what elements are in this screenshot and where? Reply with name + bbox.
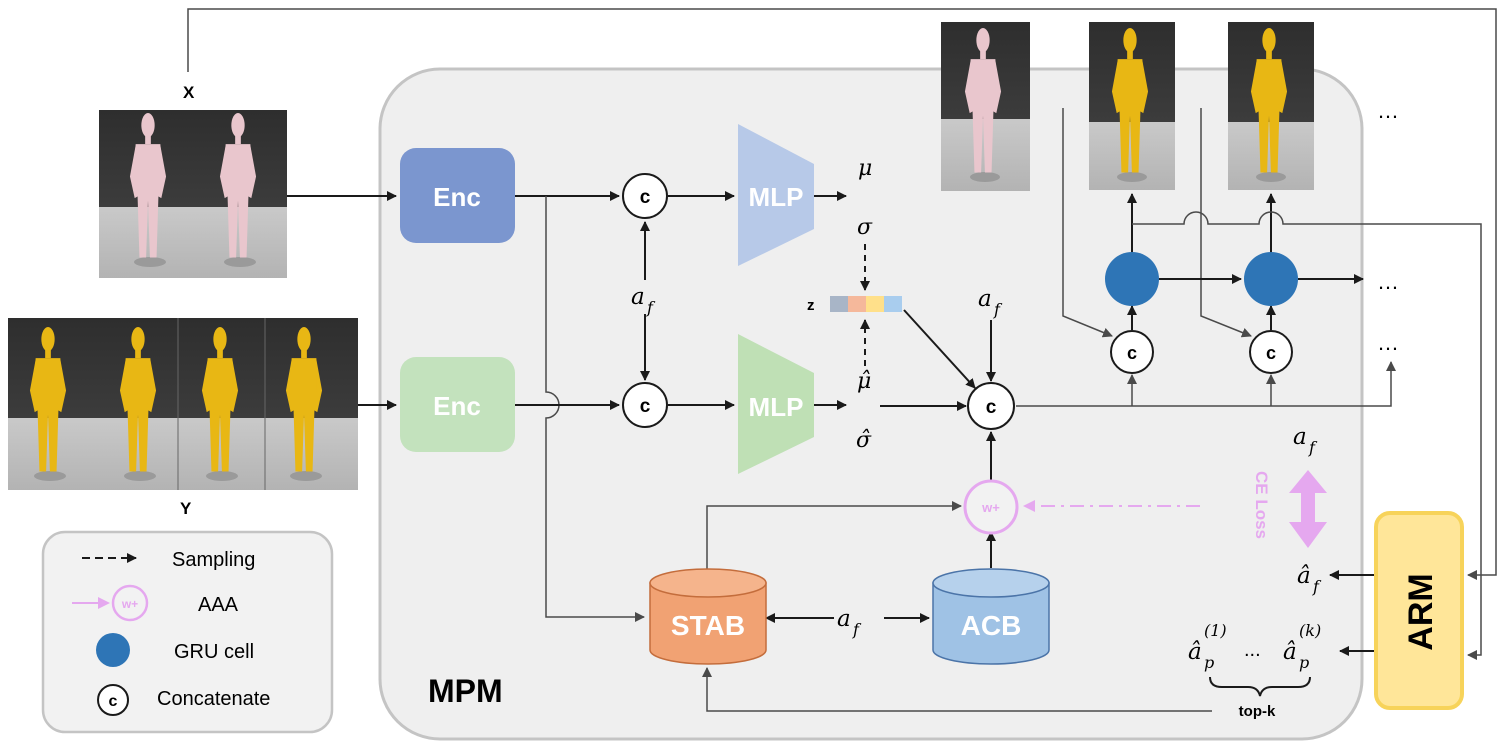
encoder-x-label: Enc <box>433 182 481 212</box>
mlp-top-block <box>738 124 814 266</box>
svg-text:ACB: ACB <box>961 610 1022 641</box>
af-label-center: a f <box>978 286 1003 319</box>
legend-sampling: Sampling <box>82 549 255 571</box>
mlp-bottom-block <box>738 334 814 474</box>
mlp-bottom-label: MLP <box>749 392 804 422</box>
acb-block: ACB <box>932 568 1050 665</box>
ce-loss-double-arrow <box>1289 470 1327 548</box>
af-label-loss: a f <box>1293 424 1318 457</box>
svg-text:f: f <box>1312 577 1322 596</box>
svg-text:c: c <box>1127 343 1137 363</box>
sigma-label: σ <box>857 215 873 240</box>
concat-node-bottom: c <box>622 382 668 428</box>
svg-text:c: c <box>109 693 118 710</box>
input-x-label: X <box>183 83 195 102</box>
svg-text:Concatenate: Concatenate <box>157 688 270 710</box>
concat-node-top: c <box>622 173 668 219</box>
svg-text:w+: w+ <box>121 597 138 611</box>
ap-hat-labels: â p (1) ... â p (k) <box>1188 621 1321 672</box>
svg-text:(1): (1) <box>1204 621 1227 640</box>
output-image-2 <box>1089 22 1175 190</box>
arm-block <box>1374 511 1464 710</box>
encoder-y-label: Enc <box>433 391 481 421</box>
af-label-left: a f <box>631 284 656 317</box>
input-y-label: Y <box>180 499 192 518</box>
mu-label: μ <box>858 156 872 181</box>
concat-node-center: c <box>967 382 1015 430</box>
arm-label: ARM <box>1402 573 1440 650</box>
encoder-x-block <box>400 148 515 243</box>
svg-text:...: ... <box>1244 639 1261 661</box>
top-k-brace <box>1209 676 1311 697</box>
svg-text:c: c <box>640 396 651 417</box>
svg-text:p: p <box>1204 653 1214 672</box>
input-y-image <box>8 318 358 490</box>
svg-text:Sampling: Sampling <box>172 549 255 571</box>
aaa-node: w+ <box>963 479 1019 535</box>
gru-cell-2 <box>1244 252 1298 306</box>
top-k-label: top-k <box>1239 703 1276 720</box>
svg-text:w+: w+ <box>981 500 1000 515</box>
svg-text:(k): (k) <box>1299 621 1321 640</box>
svg-text:f: f <box>993 300 1003 319</box>
mlp-top-label: MLP <box>749 182 804 212</box>
svg-text:f: f <box>1308 438 1318 457</box>
stab-block: STAB <box>649 568 767 665</box>
ellipsis-concat: … <box>1377 330 1399 355</box>
svg-text:a: a <box>1293 424 1307 450</box>
svg-text:â: â <box>1283 639 1297 665</box>
svg-text:a: a <box>631 284 645 310</box>
ellipsis-gru: … <box>1377 269 1399 294</box>
svg-text:a: a <box>837 606 851 632</box>
input-x-image <box>99 110 287 278</box>
svg-text:STAB: STAB <box>671 610 745 641</box>
svg-text:a: a <box>978 286 992 312</box>
af-label-stab-acb: a f <box>837 606 862 639</box>
output-image-1 <box>941 22 1030 191</box>
svg-text:â: â <box>1297 563 1311 589</box>
concat-node-gru-1: c <box>1110 330 1154 374</box>
legend-concat: c Concatenate <box>97 684 270 716</box>
connectors <box>187 8 1497 712</box>
svg-text:â: â <box>1188 639 1202 665</box>
svg-text:c: c <box>640 187 651 208</box>
svg-text:f: f <box>646 298 656 317</box>
mu-hat-label: μ̂ <box>857 369 871 394</box>
ce-loss-label: CE Loss <box>1252 471 1271 539</box>
svg-text:GRU cell: GRU cell <box>174 641 254 663</box>
gru-cell-1 <box>1105 252 1159 306</box>
output-image-3 <box>1228 22 1314 190</box>
mpm-label: MPM <box>428 673 503 709</box>
legend-aaa: w+ AAA <box>72 584 239 622</box>
af-hat-label: â f <box>1297 563 1322 596</box>
z-label: z <box>807 297 815 314</box>
svg-text:p: p <box>1299 653 1309 672</box>
legend: Sampling w+ AAA GRU cell c Concatenate <box>41 530 334 734</box>
svg-text:c: c <box>986 397 997 418</box>
encoder-y-block <box>400 357 515 452</box>
svg-text:c: c <box>1266 343 1276 363</box>
z-vector <box>830 296 902 312</box>
ellipsis-images: … <box>1377 98 1399 123</box>
svg-text:AAA: AAA <box>198 594 239 616</box>
legend-gru: GRU cell <box>96 633 254 667</box>
concat-node-gru-2: c <box>1249 330 1293 374</box>
svg-text:f: f <box>852 620 862 639</box>
sigma-hat-label: σ̂ <box>856 428 872 453</box>
